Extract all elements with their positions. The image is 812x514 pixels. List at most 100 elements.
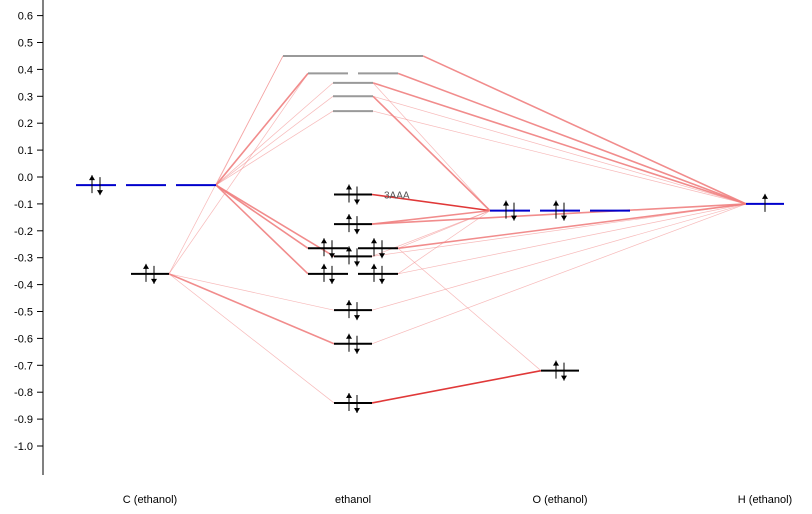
spin-up-arrow bbox=[371, 263, 377, 282]
column-label-C: C (ethanol) bbox=[123, 494, 177, 506]
y-tick-label: 0.6 bbox=[18, 11, 33, 23]
correlation-line bbox=[371, 369, 542, 404]
arrow-head bbox=[346, 300, 352, 306]
energy-levels bbox=[76, 54, 784, 413]
arrow-head bbox=[354, 199, 360, 205]
spin-down-arrow bbox=[97, 177, 103, 196]
arrow-head bbox=[371, 263, 377, 269]
column-label-O: O (ethanol) bbox=[532, 494, 587, 506]
spin-down-arrow bbox=[561, 362, 567, 381]
correlation-line bbox=[397, 72, 747, 205]
spin-up-arrow bbox=[346, 392, 352, 411]
spin-down-arrow bbox=[561, 202, 567, 221]
arrow-head bbox=[321, 263, 327, 269]
arrow-head bbox=[762, 193, 768, 199]
correlation-line bbox=[372, 82, 747, 205]
correlation-line bbox=[215, 184, 309, 275]
y-tick-label: -0.1 bbox=[14, 199, 33, 211]
y-tick-label: -0.5 bbox=[14, 307, 33, 319]
spin-up-arrow bbox=[371, 238, 377, 257]
correlation-line bbox=[372, 95, 747, 205]
arrow-head bbox=[379, 278, 385, 284]
correlation-line bbox=[422, 55, 747, 205]
correlation-lines bbox=[168, 55, 747, 404]
correlation-line bbox=[168, 55, 284, 275]
spin-up-arrow bbox=[346, 300, 352, 319]
correlation-line bbox=[215, 82, 334, 186]
arrow-head bbox=[346, 392, 352, 398]
spin-up-arrow bbox=[143, 263, 149, 282]
y-tick-label: -0.9 bbox=[14, 414, 33, 426]
arrow-head bbox=[354, 261, 360, 267]
y-tick-label: -0.4 bbox=[14, 280, 33, 292]
arrow-head bbox=[321, 238, 327, 244]
arrow-head bbox=[503, 200, 509, 206]
y-tick-label: -0.6 bbox=[14, 333, 33, 345]
correlation-line bbox=[168, 273, 335, 404]
arrow-head bbox=[329, 253, 335, 259]
spin-down-arrow bbox=[379, 265, 385, 284]
y-tick-label: 0.5 bbox=[18, 38, 33, 50]
y-tick-label: -1.0 bbox=[14, 441, 33, 453]
spin-up-arrow bbox=[346, 184, 352, 203]
correlation-line bbox=[397, 203, 747, 250]
correlation-line bbox=[168, 273, 335, 345]
arrow-head bbox=[553, 360, 559, 366]
correlation-line bbox=[371, 203, 747, 225]
spin-up-arrow bbox=[503, 200, 509, 219]
spin-up-arrow bbox=[553, 360, 559, 379]
correlation-line bbox=[372, 82, 491, 211]
arrow-head bbox=[89, 175, 95, 181]
column-labels: 3AAA C (ethanol) ethanol O (ethanol) H (etha… bbox=[123, 190, 792, 506]
arrow-head bbox=[143, 263, 149, 269]
arrow-head bbox=[561, 375, 567, 381]
spin-down-arrow bbox=[354, 335, 360, 354]
correlation-line bbox=[168, 273, 335, 311]
y-tick-label: -0.3 bbox=[14, 253, 33, 265]
arrow-head bbox=[511, 215, 517, 221]
spin-up-arrow bbox=[321, 238, 327, 257]
y-tick-label: -0.8 bbox=[14, 387, 33, 399]
column-label-H: H (ethanol) bbox=[738, 494, 792, 506]
arrow-head bbox=[151, 278, 157, 284]
spin-up-arrow bbox=[346, 333, 352, 352]
spin-down-arrow bbox=[354, 248, 360, 267]
spin-down-arrow bbox=[354, 186, 360, 205]
correlation-line bbox=[372, 95, 491, 212]
correlation-line bbox=[371, 203, 747, 311]
mo-label: 3AAA bbox=[384, 190, 410, 201]
y-tick-label: 0.1 bbox=[18, 145, 33, 157]
correlation-line bbox=[168, 73, 309, 275]
correlation-line bbox=[215, 72, 309, 186]
y-tick-label: 0.4 bbox=[18, 64, 33, 76]
spin-down-arrow bbox=[511, 202, 517, 221]
correlation-line bbox=[371, 203, 747, 257]
arrow-head bbox=[97, 190, 103, 196]
correlation-line bbox=[372, 110, 747, 205]
correlation-line bbox=[215, 110, 334, 186]
spin-down-arrow bbox=[354, 302, 360, 321]
spin-up-arrow bbox=[346, 214, 352, 233]
spin-down-arrow bbox=[354, 216, 360, 235]
arrow-head bbox=[354, 348, 360, 354]
correlation-line bbox=[397, 203, 747, 275]
spin-down-arrow bbox=[329, 240, 335, 259]
spin-up-arrow bbox=[346, 246, 352, 265]
arrow-head bbox=[346, 246, 352, 252]
y-tick-label: 0.3 bbox=[18, 91, 33, 103]
arrow-head bbox=[346, 214, 352, 220]
arrow-head bbox=[371, 238, 377, 244]
y-tick-label: 0.2 bbox=[18, 118, 33, 130]
arrow-head bbox=[354, 315, 360, 321]
column-label-M: ethanol bbox=[335, 494, 371, 506]
y-tick-label: -0.7 bbox=[14, 360, 33, 372]
spin-down-arrow bbox=[379, 240, 385, 259]
arrow-head bbox=[553, 200, 559, 206]
y-tick-label: -0.2 bbox=[14, 226, 33, 238]
spin-up-arrow bbox=[89, 175, 95, 194]
correlation-line bbox=[371, 193, 491, 212]
arrow-head bbox=[346, 333, 352, 339]
spin-down-arrow bbox=[354, 394, 360, 413]
correlation-line bbox=[215, 184, 335, 258]
